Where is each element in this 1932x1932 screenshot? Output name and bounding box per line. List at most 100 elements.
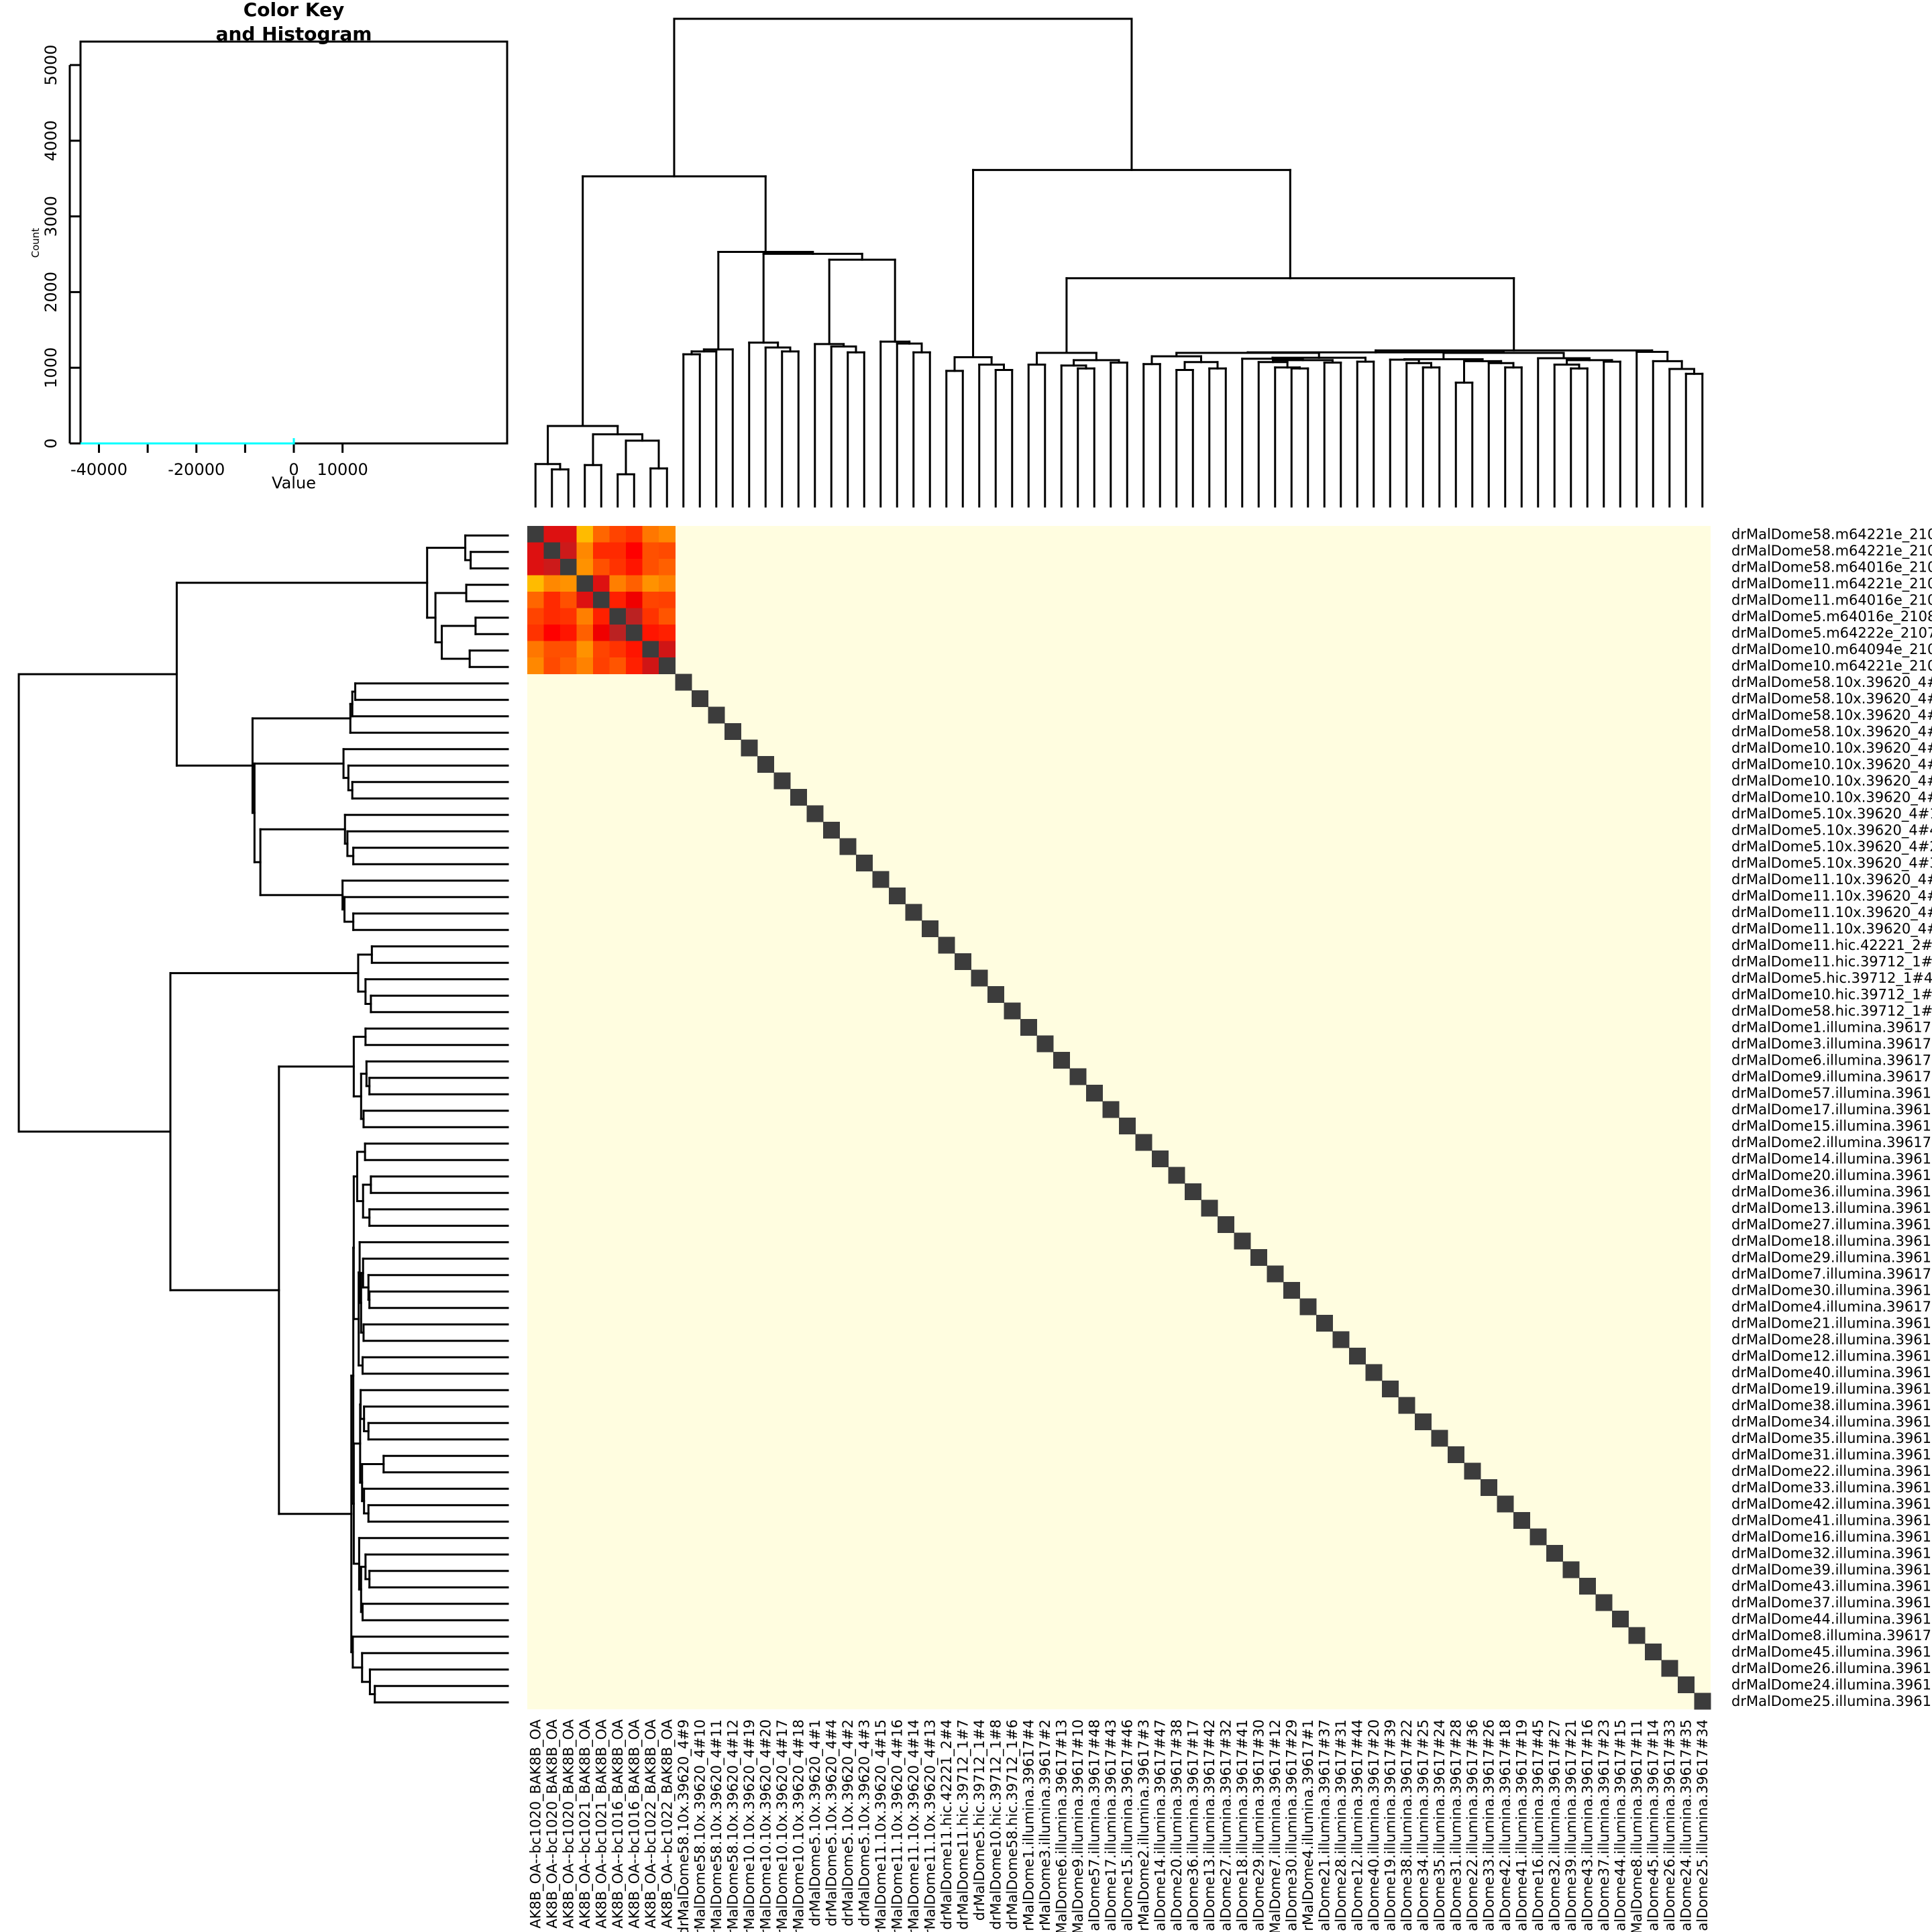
heatmap-grid [527,526,1711,1710]
column-label: drMalDome5.10x.39620_4#2 [840,1719,857,1927]
column-label: drMalDome57.illumina.39617#48 [1086,1719,1102,1932]
column-label: drMalDome58.10x.39620_4#9 [676,1719,692,1932]
heatmap-cell-diagonal [741,739,758,757]
heatmap-cell [609,526,627,543]
heatmap-cell [576,526,594,543]
heatmap-cell-diagonal [1398,1397,1415,1414]
heatmap-cell-diagonal [1365,1364,1383,1381]
heatmap-cell [593,592,610,608]
heatmap-cell [593,625,610,641]
column-label: drMalDome58.10x.39620_4#11 [708,1719,725,1932]
x-tick-label: 10000 [317,460,368,479]
heatmap-cell [609,592,627,608]
column-label: drMalDome36.illumina.39617#17 [1185,1719,1201,1932]
heatmap-cell-diagonal [1513,1512,1530,1529]
heatmap-cell-diagonal [806,805,824,822]
column-label: drMalDome58.10x.39620_4#10 [692,1719,708,1932]
heatmap-cell [642,625,659,641]
histogram-trace [80,438,295,445]
heatmap-cell-diagonal [1529,1528,1547,1546]
heatmap-cell-diagonal [1645,1644,1662,1660]
column-label: drMalDome58.hic.39712_1#6 [1004,1719,1021,1930]
heatmap-cell-diagonal [987,986,1004,1003]
heatmap-cell-diagonal [1168,1167,1185,1184]
column-label: drMalDome4.illumina.39617#1 [1300,1719,1316,1932]
row-label: drMalDome42.illumina.39617#18 [1731,1496,1932,1512]
heatmap-cell [626,559,643,576]
row-label: drMalDome27.illumina.39617#32 [1731,1216,1932,1232]
heatmap-cell [527,542,544,559]
heatmap-cell [626,592,643,608]
row-label: drMalDome16.illumina.39617#45 [1731,1529,1932,1545]
row-label: drMalDome5.10x.39620_4#1 [1731,806,1932,822]
heatmap-cell-diagonal [1415,1413,1432,1430]
y-tick-label: 4000 [42,120,60,161]
heatmap-cell [560,575,577,592]
heatmap-cell-diagonal [922,920,938,937]
row-label: drMalDome26.illumina.39617#33 [1731,1660,1932,1676]
column-label: drMalDome11.hic.39712_1#7 [955,1719,971,1930]
heatmap-cell-diagonal [823,822,840,839]
heatmap-cell-diagonal [724,723,741,740]
column-label: drMalDome58.10x.39620_4#12 [724,1719,741,1932]
row-label: drMalDome20.illumina.39617#38 [1731,1167,1932,1183]
column-label: drMalDome8.illumina.39617#11 [1629,1719,1645,1932]
row-label: drMalDome4.illumina.39617#1 [1731,1299,1932,1315]
heatmap-cell [659,657,676,674]
heatmap-cell-diagonal [1612,1611,1629,1627]
row-label: drMalDome11.10x.39620_4#16 [1731,888,1932,904]
row-label: drMalDome57.illumina.39617#48 [1731,1085,1932,1101]
column-label: drMalDome1.illumina.39617#4 [1020,1719,1036,1932]
heatmap-cell-diagonal [1694,1693,1711,1710]
row-label: drMalDome58.hic.39712_1#6 [1731,1003,1932,1020]
column-label: drMalDome16.illumina.39617#45 [1530,1719,1546,1932]
heatmap-cell-diagonal [872,871,890,888]
heatmap-cell-diagonal [1481,1479,1497,1496]
heatmap-cell [576,657,594,674]
heatmap-cell [527,625,544,641]
heatmap-cell [659,559,676,576]
row-label: drMalDome58.m64221e_210 [1731,543,1932,559]
column-label: drMalDome10.10x.39620_4#17 [774,1719,791,1932]
column-label: drMalDome40.illumina.39617#20 [1366,1719,1382,1932]
column-label: drMalDome13.illumina.39617#42 [1201,1719,1218,1932]
column-label: drMalDome10.10x.39620_4#19 [741,1719,758,1932]
row-label: drMalDome24.illumina.39617#35 [1731,1676,1932,1693]
row-label: drMalDome11.hic.39712_1#7 [1731,953,1932,970]
column-label: drMalDome11.10x.39620_4#16 [889,1719,906,1932]
row-label: drMalDome10.10x.39620_4#19 [1731,740,1932,757]
row-label: drMalDome5.hic.39712_1#4 [1731,970,1932,987]
heatmap-cell [543,657,561,674]
row-label: drMalDome3.illumina.39617#2 [1731,1036,1932,1052]
histogram-title: Color Key [244,0,345,21]
heatmap-cell-diagonal [790,789,807,806]
heatmap-cell-diagonal [1678,1676,1695,1693]
row-label: drMalDome10.hic.39712_1#8 [1731,986,1932,1003]
heatmap-cell [609,657,627,674]
heatmap-cell [609,542,627,559]
heatmap-cell-diagonal [1299,1298,1317,1316]
column-label: drMalDome41.illumina.39617#19 [1513,1719,1529,1932]
row-label: drMalDome15.illumina.39617#46 [1731,1118,1932,1134]
heatmap-cell [642,657,659,674]
heatmap-cell-diagonal [905,904,922,921]
heatmap-cell [659,542,676,559]
column-label: drMalDome31.illumina.39617#28 [1448,1719,1464,1932]
row-label: drMalDome30.illumina.39617#29 [1731,1282,1932,1298]
column-label: AK8B_OA--bc1020_BAK8B_OA [527,1719,544,1928]
heatmap-cell-diagonal [955,953,971,970]
heatmap-cell [527,575,544,592]
heatmap-cell [626,526,643,543]
heatmap-cell [659,608,676,625]
heatmap-cell-diagonal [1349,1348,1366,1364]
column-label: drMalDome27.illumina.39617#32 [1218,1719,1234,1932]
heatmap-cell-diagonal [1250,1249,1267,1266]
row-label: drMalDome58.m64016e_210 [1731,559,1932,576]
heatmap-cell-diagonal [1464,1462,1481,1480]
heatmap-cell-diagonal [708,706,725,724]
row-label: drMalDome21.illumina.39617#37 [1731,1315,1932,1331]
heatmap-cell [593,575,610,592]
row-label: drMalDome10.10x.39620_4#18 [1731,789,1932,806]
heatmap-cell [560,608,577,625]
